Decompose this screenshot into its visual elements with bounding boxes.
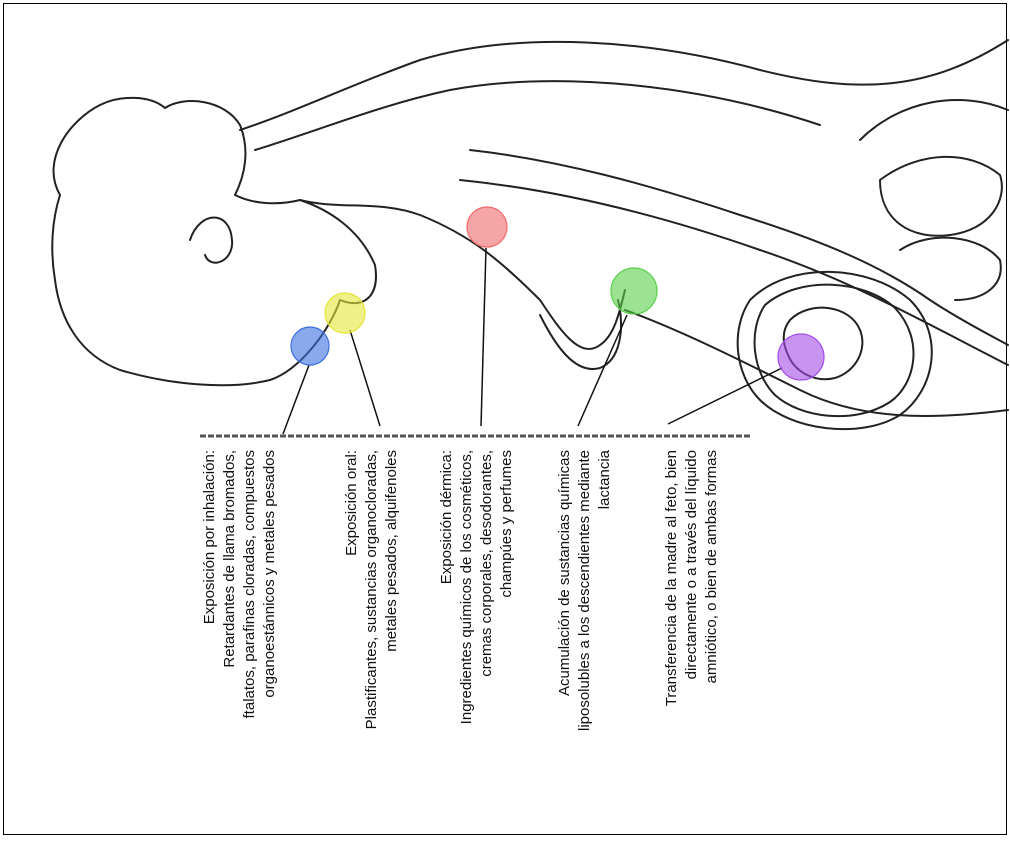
label-dermal-line: cremas corporales, desodorantes, [477, 450, 497, 790]
label-oral-line: Exposición oral: [342, 450, 362, 790]
callout-line-dermal [481, 248, 486, 426]
label-lactation-line: lactancia [595, 450, 615, 790]
uterus-outline [738, 272, 932, 429]
organ-outline [880, 157, 1002, 236]
lactation-marker[interactable] [611, 268, 657, 314]
label-fetal-line: directamente o a través del líquido [682, 450, 702, 790]
label-lactation-line: liposolubles a los descendientes mediant… [575, 450, 595, 790]
label-dermal-line: Ingredientes químicos de los cosméticos, [457, 450, 477, 790]
label-fetal-line: Transferencia de la madre al feto, bien [662, 450, 682, 790]
label-lactation: Acumulación de sustancias químicas lipos… [555, 450, 615, 790]
label-inhalation-line: organoestánnicos y metales pesados [260, 450, 280, 790]
label-dermal-line: Exposición dérmica: [437, 450, 457, 790]
hip-outline [860, 100, 1008, 140]
callout-line-inhalation [283, 365, 309, 434]
label-fetal-line: amniótico, o bien de ambas formas [702, 450, 722, 790]
dermal-marker[interactable] [467, 207, 507, 247]
label-dermal-line: champúes y perfumes [497, 450, 517, 790]
label-lactation-line: Acumulación de sustancias químicas [555, 450, 575, 790]
label-fetal: Transferencia de la madre al feto, bien … [662, 450, 722, 790]
label-inhalation-line: Exposición por inhalación: [200, 450, 220, 790]
fetal-marker[interactable] [778, 334, 824, 380]
label-oral-line: Plastificantes, sustancias organoclorada… [362, 450, 382, 790]
ear-outline [190, 218, 232, 263]
label-dermal: Exposición dérmica: Ingredientes químico… [437, 450, 517, 790]
callout-line-oral [350, 330, 380, 426]
callout-line-lactation [578, 315, 627, 426]
arm-outline-2 [460, 180, 1008, 365]
oral-marker[interactable] [325, 293, 365, 333]
label-oral-line: metales pesados, alquifenoles [382, 450, 402, 790]
callout-line-fetal [668, 368, 782, 424]
inhalation-marker[interactable] [291, 327, 329, 365]
label-inhalation-line: ftalatos, parafinas cloradas, compuestos [240, 450, 260, 790]
label-oral: Exposición oral: Plastificantes, sustanc… [342, 450, 402, 790]
label-inhalation: Exposición por inhalación: Retardantes d… [200, 450, 280, 790]
label-inhalation-line: Retardantes de llama bromados, [220, 450, 240, 790]
